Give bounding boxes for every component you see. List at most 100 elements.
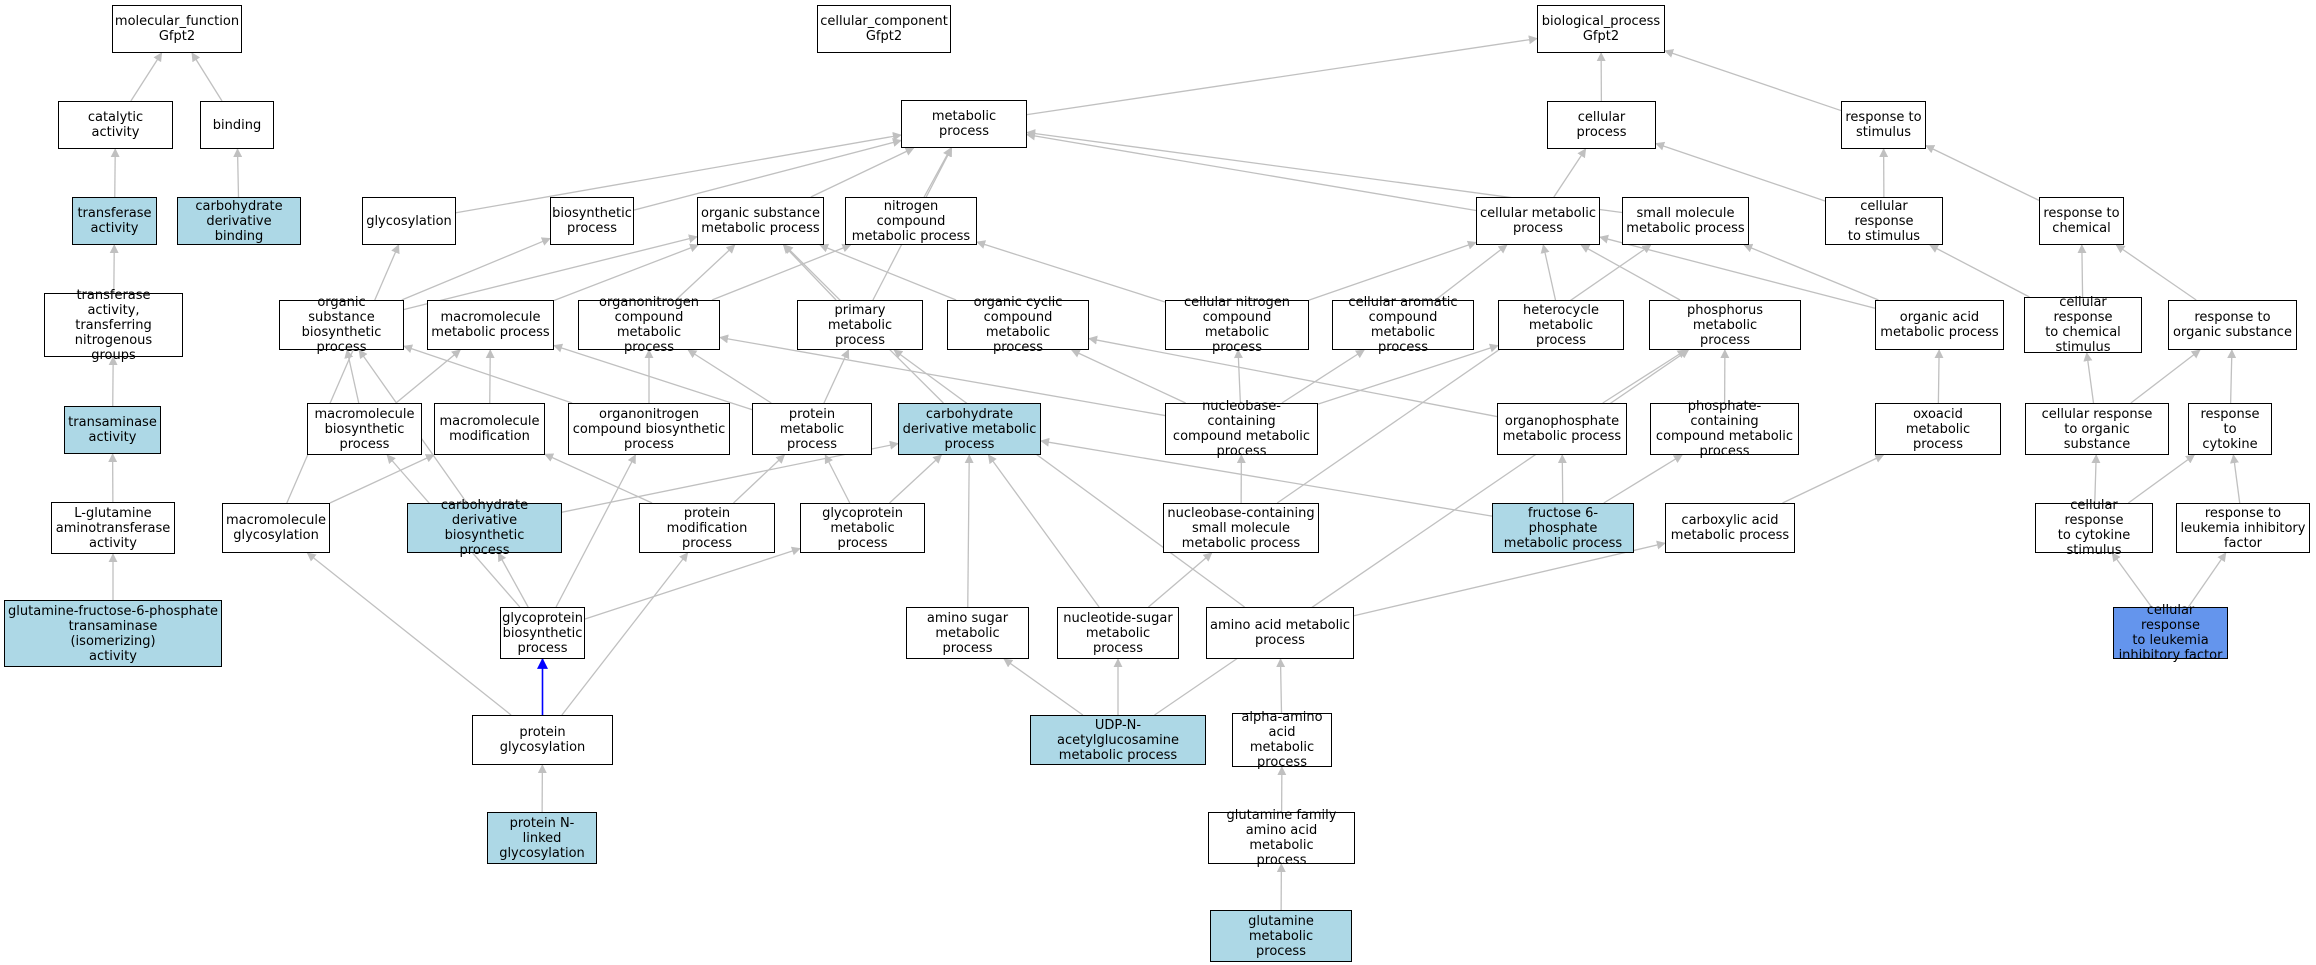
node-phosphate-containing-compound-metabolic-process[interactable]: phosphate-containing compound metabolic … <box>1650 399 1799 459</box>
edge-cmp-to-cp <box>1553 148 1587 198</box>
node-organonitrogen-compound-biosynthetic-process[interactable]: organonitrogen compound biosynthetic pro… <box>568 403 730 455</box>
edge-pmod-to-prm <box>733 454 786 504</box>
node-transferase-activity[interactable]: transferase activity <box>72 197 157 245</box>
edge-f6p-to-pcc <box>1603 454 1683 504</box>
node-cellular-response-to-chemical-stimulus[interactable]: cellular response to chemical stimulus <box>2024 295 2142 355</box>
node-carbohydrate-derivative-biosynthetic-process[interactable]: carbohydrate derivative biosynthetic pro… <box>407 498 562 558</box>
edge-osm-to-met <box>810 147 915 198</box>
node-catalytic-activity[interactable]: catalytic activity <box>58 101 173 149</box>
edge-gly-to-met <box>455 131 902 214</box>
node-macromolecule-glycosylation[interactable]: macromolecule glycosylation <box>222 503 330 553</box>
node-carbohydrate-derivative-metabolic-process[interactable]: carbohydrate derivative metabolic proces… <box>898 403 1041 455</box>
edge-rcy-to-ros <box>2227 349 2237 404</box>
node-oxoacid-metabolic-process[interactable]: oxoacid metabolic process <box>1875 403 2001 455</box>
node-nucleobase-containing-compound-metabolic-process[interactable]: nucleobase-containing compound metabolic… <box>1165 399 1318 459</box>
node-glutamine-fructose-6-phosphate-transaminase[interactable]: glutamine-fructose-6-phosphate transamin… <box>4 600 222 667</box>
edge-rlif-to-rcy <box>2230 454 2241 504</box>
node-cellular-response-to-organic-substance[interactable]: cellular response to organic substance <box>2025 403 2169 455</box>
node-organophosphate-metabolic-process[interactable]: organophosphate metabolic process <box>1497 403 1627 455</box>
edge-pgly-to-pmod <box>561 552 689 716</box>
edge-nsm-to-nbs <box>1148 552 1213 608</box>
edge-tact-to-cat <box>110 148 120 198</box>
node-molecular-function-root[interactable]: molecular_function Gfpt2 <box>112 5 242 53</box>
node-cellular-response-to-leukemia-inhibitory-factor[interactable]: cellular response to leukemia inhibitory… <box>2113 603 2228 663</box>
node-organic-cyclic-compound-metabolic-process[interactable]: organic cyclic compound metabolic proces… <box>947 295 1089 355</box>
node-nucleobase-containing-small-molecule-metabolic-process[interactable]: nucleobase-containing small molecule met… <box>1163 503 1319 553</box>
edge-crcs-to-rcy <box>2127 454 2196 504</box>
edge-het-to-cmp <box>1540 244 1557 301</box>
node-alpha-amino-acid-metabolic-process[interactable]: alpha-amino acid metabolic process <box>1232 710 1332 770</box>
node-transaminase-activity[interactable]: transaminase activity <box>64 406 161 454</box>
node-cellular-nitrogen-compound-metabolic-process[interactable]: cellular nitrogen compound metabolic pro… <box>1165 295 1309 355</box>
edge-orgp-to-occ <box>1088 335 1498 418</box>
edge-aam-to-cam <box>1353 540 1666 617</box>
edge-crcs-to-cro <box>2091 454 2101 504</box>
node-small-molecule-metabolic-process[interactable]: small molecule metabolic process <box>1622 197 1749 245</box>
edge-udp-to-asm <box>1003 658 1084 716</box>
edge-cnc-to-cmp <box>1308 240 1477 301</box>
node-organic-substance-biosynthetic-process[interactable]: organic substance biosynthetic process <box>279 295 404 355</box>
node-macromolecule-biosynthetic-process[interactable]: macromolecule biosynthetic process <box>307 403 422 455</box>
node-nucleotide-sugar-metabolic-process[interactable]: nucleotide-sugar metabolic process <box>1057 607 1179 659</box>
node-response-to-chemical[interactable]: response to chemical <box>2039 197 2124 245</box>
edge-gpm-to-prm <box>824 454 851 504</box>
edge-mbp-to-osb <box>344 349 360 404</box>
node-carboxylic-acid-metabolic-process[interactable]: carboxylic acid metabolic process <box>1665 503 1795 553</box>
node-cellular-response-to-stimulus[interactable]: cellular response to stimulus <box>1825 197 1943 245</box>
node-protein-n-linked-glycosylation[interactable]: protein N-linked glycosylation <box>487 812 597 864</box>
node-protein-metabolic-process[interactable]: protein metabolic process <box>752 403 872 455</box>
node-metabolic-process[interactable]: metabolic process <box>901 100 1027 148</box>
node-cellular-aromatic-compound-metabolic-process[interactable]: cellular aromatic compound metabolic pro… <box>1332 295 1474 355</box>
edge-cat-to-mf <box>130 52 163 102</box>
node-binding[interactable]: binding <box>200 101 274 149</box>
edge-pmp-to-osm <box>782 244 837 301</box>
node-transferase-activity-nitrogenous[interactable]: transferase activity, transferring nitro… <box>44 288 183 363</box>
edge-nbc-to-cac <box>1281 349 1365 404</box>
node-macromolecule-modification[interactable]: macromolecule modification <box>434 403 545 455</box>
node-cellular-process[interactable]: cellular process <box>1547 101 1656 149</box>
node-glycoprotein-metabolic-process[interactable]: glycoprotein metabolic process <box>800 503 925 553</box>
edge-cro-to-crc <box>2083 352 2095 404</box>
node-protein-glycosylation[interactable]: protein glycosylation <box>472 715 613 765</box>
node-glycosylation[interactable]: glycosylation <box>362 197 456 245</box>
node-organonitrogen-compound-metabolic-process[interactable]: organonitrogen compound metabolic proces… <box>578 295 720 355</box>
node-nitrogen-compound-metabolic-process[interactable]: nitrogen compound metabolic process <box>845 197 977 245</box>
node-heterocycle-metabolic-process[interactable]: heterocycle metabolic process <box>1498 300 1624 350</box>
node-organic-acid-metabolic-process[interactable]: organic acid metabolic process <box>1875 300 2004 350</box>
edge-bind-to-mf <box>191 52 223 102</box>
edge-mgly-to-mmod <box>329 454 435 504</box>
node-biological-process-root[interactable]: biological_process Gfpt2 <box>1537 5 1665 53</box>
node-protein-modification-process[interactable]: protein modification process <box>639 503 775 553</box>
node-response-to-cytokine[interactable]: response to cytokine <box>2188 403 2272 455</box>
node-udp-n-acetylglucosamine-metabolic-process[interactable]: UDP-N-acetylglucosamine metabolic proces… <box>1030 715 1206 765</box>
edge-mmod-to-macm <box>485 349 495 404</box>
node-cellular-component-root[interactable]: cellular_component Gfpt2 <box>817 5 951 53</box>
edge-crlif-to-crcs <box>2111 552 2153 608</box>
node-macromolecule-metabolic-process[interactable]: macromolecule metabolic process <box>427 300 554 350</box>
node-amino-acid-metabolic-process[interactable]: amino acid metabolic process <box>1206 607 1354 659</box>
node-glutamine-metabolic-process[interactable]: glutamine metabolic process <box>1210 910 1352 962</box>
node-cellular-metabolic-process[interactable]: cellular metabolic process <box>1476 197 1600 245</box>
node-response-to-organic-substance[interactable]: response to organic substance <box>2168 300 2297 350</box>
node-l-glutamine-aminotransferase[interactable]: L-glutamine aminotransferase activity <box>51 502 175 554</box>
edge-pgly-to-mgly <box>306 552 512 716</box>
node-primary-metabolic-process[interactable]: primary metabolic process <box>797 300 923 350</box>
node-glycoprotein-biosynthetic-process[interactable]: glycoprotein biosynthetic process <box>500 607 585 659</box>
edge-aaa-to-aam <box>1276 658 1286 714</box>
node-biosynthetic-process[interactable]: biosynthetic process <box>550 197 634 245</box>
node-response-to-stimulus[interactable]: response to stimulus <box>1841 101 1926 149</box>
edge-cam-to-oxo <box>1782 454 1885 504</box>
node-cellular-response-to-cytokine-stimulus[interactable]: cellular response to cytokine stimulus <box>2035 498 2153 558</box>
node-organic-substance-metabolic-process[interactable]: organic substance metabolic process <box>697 197 824 245</box>
edge-prm-to-oncm <box>687 349 772 404</box>
edge-osb-to-bio <box>401 237 551 301</box>
node-carbohydrate-derivative-binding[interactable]: carbohydrate derivative binding <box>177 197 301 245</box>
node-amino-sugar-metabolic-process[interactable]: amino sugar metabolic process <box>906 607 1029 659</box>
node-phosphorus-metabolic-process[interactable]: phosphorus metabolic process <box>1649 300 1801 350</box>
edge-gbp-to-gpm <box>584 546 801 620</box>
edge-macm-to-osm <box>553 243 700 302</box>
node-response-to-leukemia-inhibitory-factor[interactable]: response to leukemia inhibitory factor <box>2176 503 2310 553</box>
node-glutamine-family-amino-acid-metabolic-process[interactable]: glutamine family amino acid metabolic pr… <box>1208 808 1355 868</box>
node-fructose-6-phosphate-metabolic-process[interactable]: fructose 6-phosphate metabolic process <box>1492 503 1634 553</box>
edge-mbp-to-macm <box>395 349 461 404</box>
